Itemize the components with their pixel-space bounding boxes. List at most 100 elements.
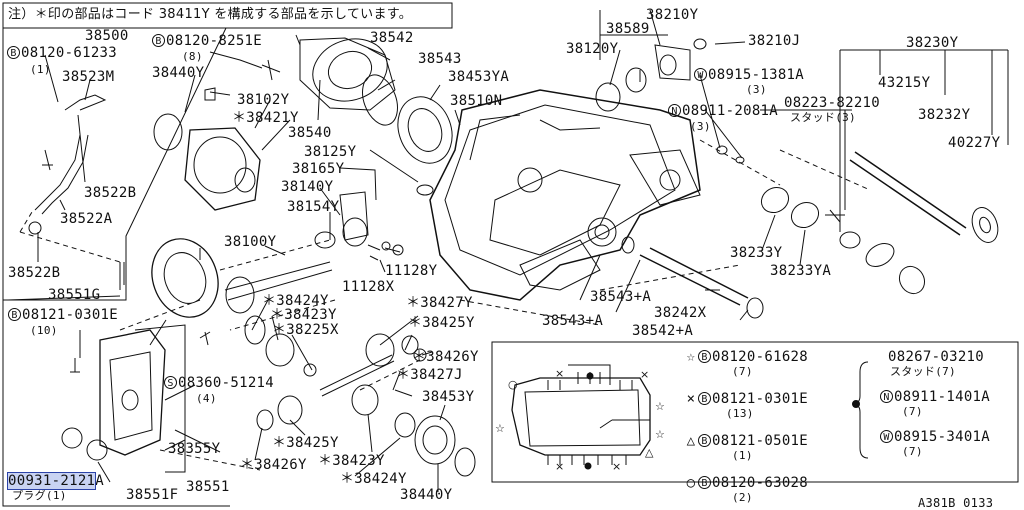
qty-08360-51214: (4) bbox=[196, 392, 217, 405]
label-38154Y: 38154Y bbox=[287, 199, 340, 215]
bolt-circle-icon: B bbox=[7, 46, 20, 59]
note-text: 注）＊印の部品はコード 38411Y を構成する部品を示しています。 bbox=[8, 7, 413, 22]
label-38120Y: 38120Y bbox=[566, 41, 619, 57]
highlighted-part-number[interactable]: 00931-2121 bbox=[6, 472, 97, 490]
qty-08120-8251E: (8) bbox=[182, 50, 203, 63]
label-38551G: 38551G bbox=[48, 287, 101, 303]
label-38440Y-a: 38440Y bbox=[152, 65, 205, 81]
label-38522B-a: 38522B bbox=[84, 185, 137, 201]
nut-circle-icon: N bbox=[880, 390, 893, 403]
triangle-icon: △ bbox=[686, 433, 696, 449]
label-38424Y-b: ＊38424Y bbox=[340, 471, 407, 487]
legend-frame bbox=[491, 341, 1019, 483]
label-38589: 38589 bbox=[606, 21, 650, 37]
figure-code: A381B 0133 bbox=[918, 496, 994, 510]
legend-right-qty-2: (7) bbox=[902, 405, 923, 418]
lower-left-frame bbox=[2, 300, 230, 507]
label-40227Y: 40227Y bbox=[948, 135, 1001, 151]
bolt-circle-icon: B bbox=[698, 476, 711, 489]
legend-qty-3: (1) bbox=[732, 449, 753, 462]
mark-star-2: ☆ bbox=[655, 400, 665, 413]
label-38543A-b: 38543+A bbox=[542, 313, 604, 329]
label-38230Y: 38230Y bbox=[906, 35, 959, 51]
legend-right-row-1: 08267-03210 bbox=[888, 349, 985, 365]
legend-right-sub-1: スタッド(7) bbox=[890, 365, 956, 378]
mark-x-4: × bbox=[612, 460, 621, 473]
nut-circle-icon: N bbox=[668, 104, 681, 117]
star-icon: ☆ bbox=[686, 349, 696, 365]
mark-x-1: × bbox=[555, 367, 564, 380]
label-38423Y-a: ＊38423Y bbox=[270, 307, 337, 323]
washer-circle-icon: W bbox=[880, 430, 893, 443]
sub-00931-2121: プラグ(1) bbox=[12, 489, 67, 502]
note-frame bbox=[2, 2, 453, 29]
label-38210J: 38210J bbox=[748, 33, 801, 49]
circle-outline-icon: ○ bbox=[686, 475, 696, 491]
label-38542: 38542 bbox=[370, 30, 414, 46]
mark-o-1: ○ bbox=[508, 378, 518, 391]
label-38523M: 38523M bbox=[62, 69, 115, 85]
bolt-circle-icon: B bbox=[8, 308, 21, 321]
legend-right-qty-3: (7) bbox=[902, 445, 923, 458]
label-38225X: ＊38225X bbox=[272, 322, 339, 338]
label-38426Y-a: ＊38426Y bbox=[412, 349, 479, 365]
label-38427Y: ＊38427Y bbox=[406, 295, 473, 311]
label-38233YA: 38233YA bbox=[770, 263, 832, 279]
legend-qty-2: (13) bbox=[726, 407, 754, 420]
label-38210Y: 38210Y bbox=[646, 7, 699, 23]
label-38425Y-b: ＊38425Y bbox=[272, 435, 339, 451]
label-38522B-b: 38522B bbox=[8, 265, 61, 281]
upper-left-frame bbox=[2, 27, 227, 301]
qty-08915-1381A: (3) bbox=[746, 83, 767, 96]
washer-circle-icon: W bbox=[694, 68, 707, 81]
label-38100Y: 38100Y bbox=[224, 234, 277, 250]
bolt-circle-icon: B bbox=[152, 34, 165, 47]
label-38453YA: 38453YA bbox=[448, 69, 510, 85]
label-38421Y: ＊38421Y bbox=[232, 110, 299, 126]
label-38522A: 38522A bbox=[60, 211, 113, 227]
label-11128X: 11128X bbox=[342, 279, 395, 295]
label-08223-82210: 08223-82210 bbox=[784, 95, 881, 111]
label-38125Y: 38125Y bbox=[304, 144, 357, 160]
legend-qty-1: (7) bbox=[732, 365, 753, 378]
label-38440Y-b: 38440Y bbox=[400, 487, 453, 503]
label-38510N: 38510N bbox=[450, 93, 503, 109]
mark-x-3: × bbox=[555, 460, 564, 473]
label-38423Y-b: ＊38423Y bbox=[318, 453, 385, 469]
mark-x-2: × bbox=[640, 368, 649, 381]
cross-icon: × bbox=[686, 391, 696, 407]
label-38233Y: 38233Y bbox=[730, 245, 783, 261]
label-38542A: 38542+A bbox=[632, 323, 694, 339]
label-38165Y: 38165Y bbox=[292, 161, 345, 177]
qty-08120-61233: (1) bbox=[30, 63, 51, 76]
label-38140Y: 38140Y bbox=[281, 179, 334, 195]
bolt-circle-icon: B bbox=[698, 392, 711, 405]
label-38453Y: 38453Y bbox=[422, 389, 475, 405]
label-38355Y: 38355Y bbox=[168, 441, 221, 457]
label-38102Y: 38102Y bbox=[237, 92, 290, 108]
qty-08121-0301E: (10) bbox=[30, 324, 58, 337]
label-38427J: ＊38427J bbox=[396, 367, 463, 383]
label-38424Y-a: ＊38424Y bbox=[262, 293, 329, 309]
label-38543: 38543 bbox=[418, 51, 462, 67]
label-38551: 38551 bbox=[186, 479, 230, 495]
mark-star-1: ☆ bbox=[495, 422, 505, 435]
label-00931-2121: 00931-2121A bbox=[6, 472, 105, 490]
legend-qty-4: (2) bbox=[732, 491, 753, 504]
label-38242X: 38242X bbox=[654, 305, 707, 321]
label-11128Y: 11128Y bbox=[385, 263, 438, 279]
label-38232Y: 38232Y bbox=[918, 107, 971, 123]
